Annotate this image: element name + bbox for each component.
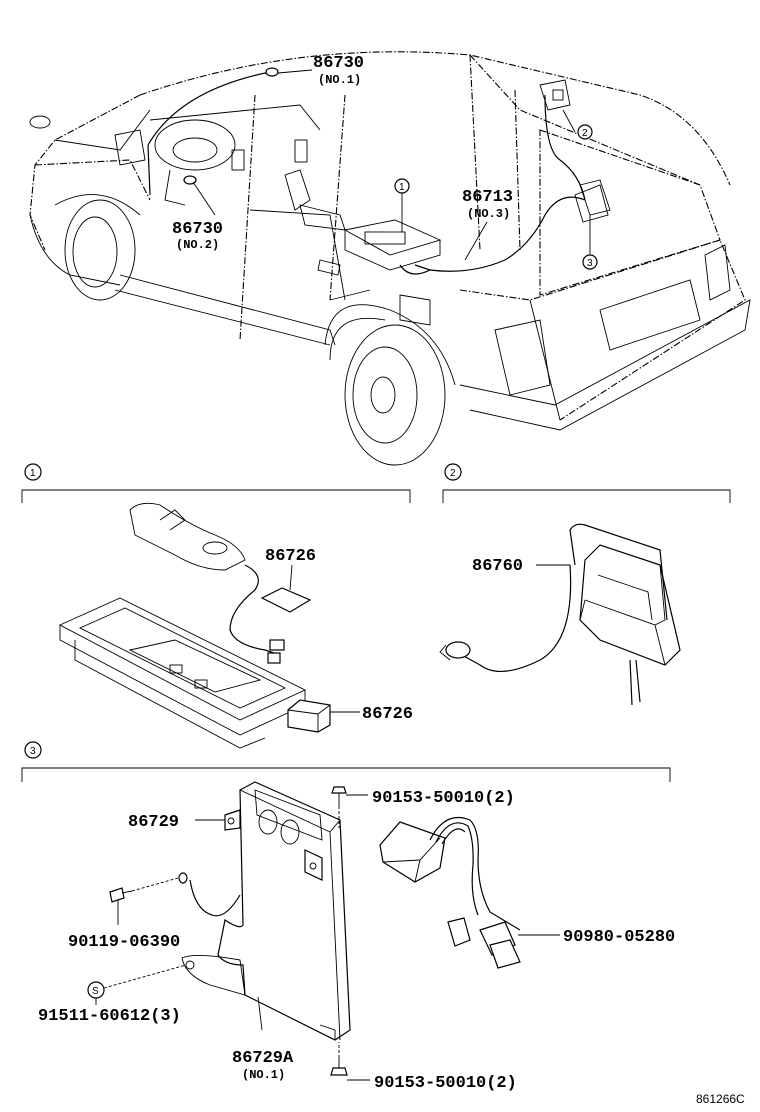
callout-86726-lower: 86726 (362, 705, 413, 724)
callout-90119: 90119-06390 (68, 933, 180, 952)
callout-90980: 90980-05280 (563, 928, 675, 947)
marker-number: 3 (587, 258, 593, 269)
callout-86760: 86760 (472, 557, 523, 576)
section-number: 2 (450, 468, 456, 479)
marker-number: 1 (399, 182, 405, 193)
part-number-label: 86730 (172, 220, 223, 239)
callout-86730-no1: 86730 (NO.1) (313, 54, 364, 87)
section-number: 3 (30, 746, 36, 757)
part-number-label: 91511-60612(3) (38, 1007, 181, 1026)
marker-3-vehicle: 3 (582, 254, 598, 270)
part-number-label: 86726 (265, 547, 316, 566)
callout-90153-top: 90153-50010(2) (372, 789, 515, 808)
callout-86729a: 86729A (NO.1) (232, 1049, 294, 1082)
marker-2-vehicle: 2 (577, 124, 593, 140)
marker-number: 2 (582, 128, 588, 139)
part-number-label: 90119-06390 (68, 933, 180, 952)
part-sub-label: (NO.1) (318, 73, 361, 87)
section-1: 1 (21, 463, 411, 749)
part-number-label: 86713 (462, 188, 513, 207)
part-number-label: 86730 (313, 54, 364, 73)
part-number-label: 86729 (128, 813, 179, 832)
washer-s-mark: S (92, 986, 99, 997)
part-sub-label: (NO.1) (242, 1068, 285, 1082)
callout-91511: 91511-60612(3) (38, 1007, 181, 1026)
part-number-label: 90153-50010(2) (372, 789, 515, 808)
part-number-label: 90980-05280 (563, 928, 675, 947)
vehicle-leaders (192, 69, 591, 261)
callout-86713-no3: 86713 (NO.3) (462, 188, 513, 221)
section-2: 2 (439, 463, 731, 706)
callout-86730-no2: 86730 (NO.2) (172, 220, 223, 252)
part-number-label: 86729A (232, 1049, 294, 1068)
callout-90153-bottom: 90153-50010(2) (374, 1074, 517, 1093)
part-number-label: 90153-50010(2) (374, 1074, 517, 1093)
part-number-label: 86726 (362, 705, 413, 724)
part-sub-label: (NO.3) (467, 207, 510, 221)
vehicle-illustration (29, 51, 751, 466)
diagram-code: 861266C (696, 1092, 745, 1106)
marker-1-vehicle: 1 (394, 178, 410, 194)
callout-86729: 86729 (128, 813, 179, 832)
callout-86726-upper: 86726 (265, 547, 316, 566)
part-number-label: 86760 (472, 557, 523, 576)
part-sub-label: (NO.2) (176, 238, 219, 252)
section-3: 3 S (21, 741, 671, 1081)
section-number: 1 (30, 468, 36, 479)
